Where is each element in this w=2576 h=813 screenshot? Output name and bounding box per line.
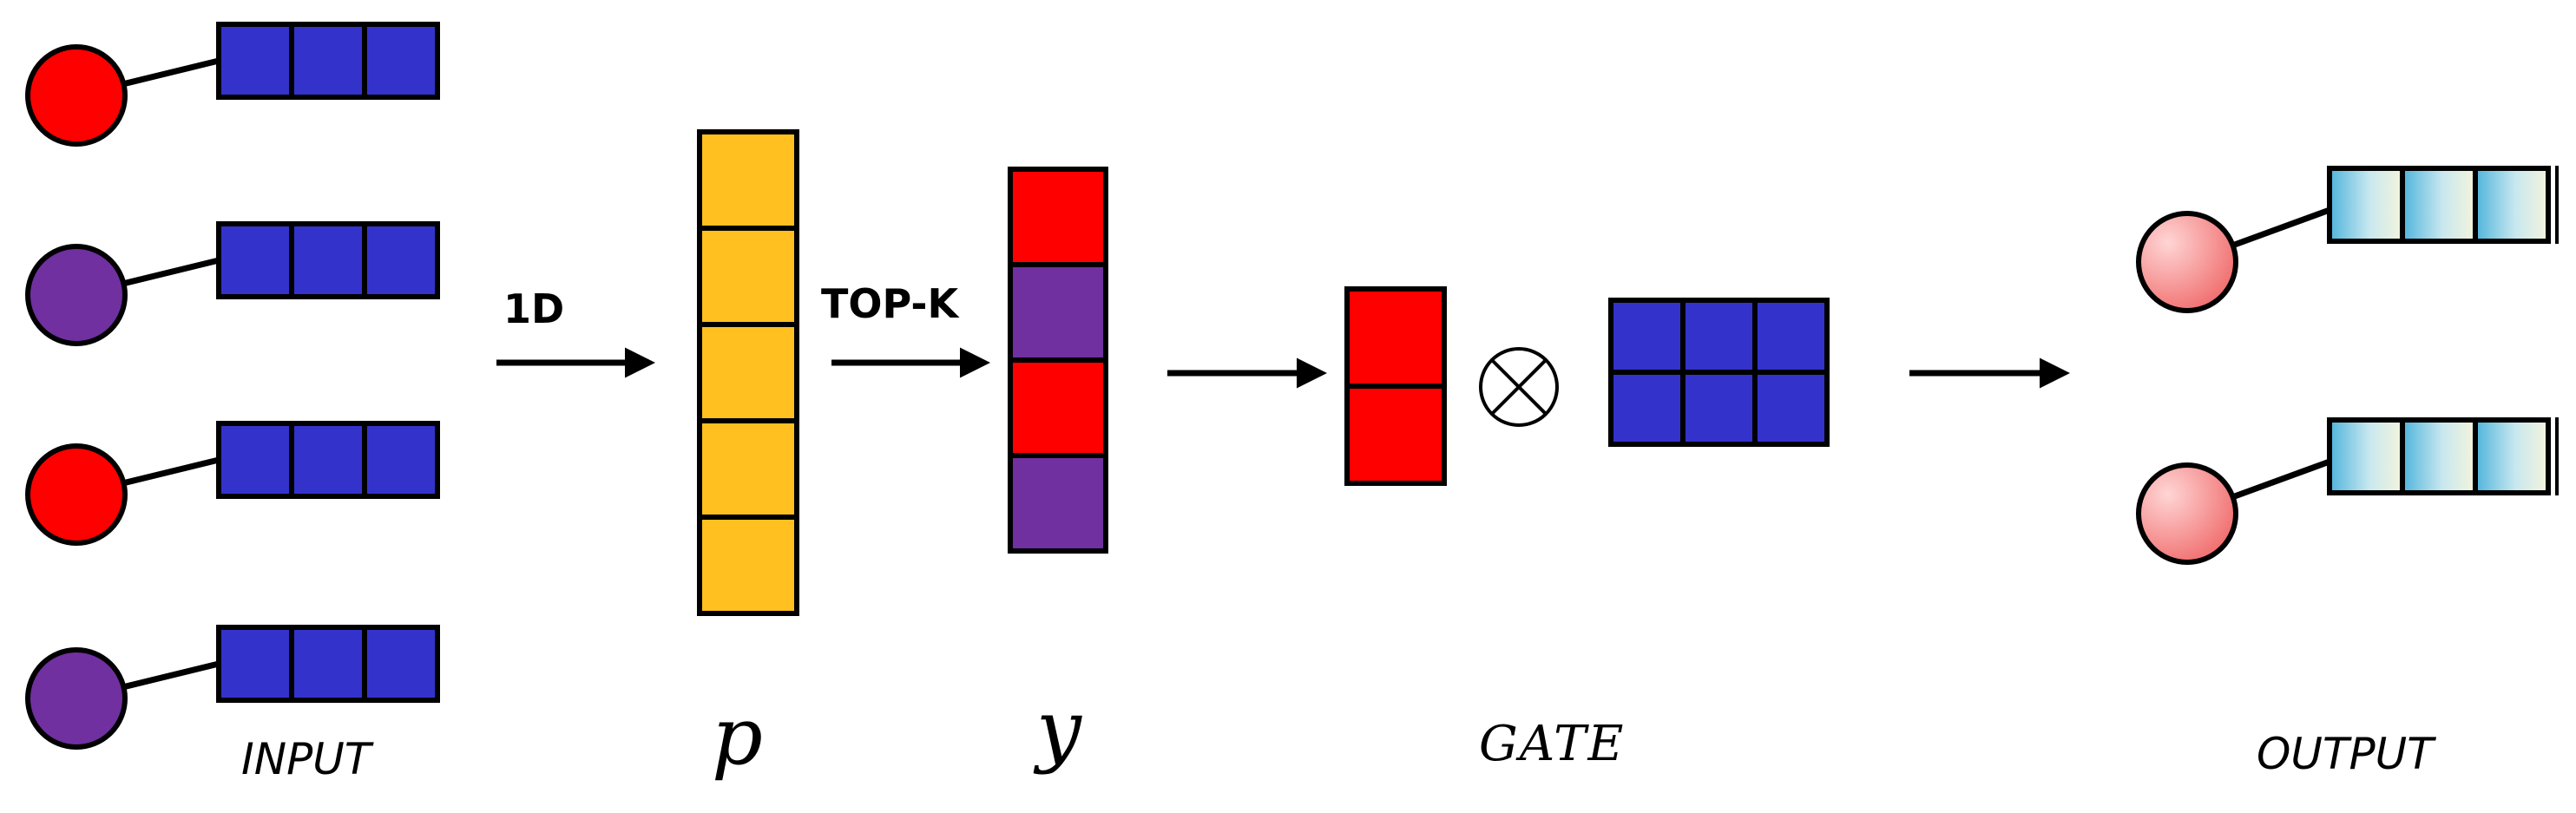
input-label: INPUT [241, 734, 374, 784]
gate-matrix-cell [1752, 370, 1830, 447]
output-embed-cell [2400, 417, 2478, 495]
input-node-1 [25, 22, 440, 147]
y-cell [1008, 167, 1108, 267]
input-embed-cell [216, 22, 294, 100]
input-embed-cell [216, 625, 294, 703]
gate-matrix-cell [1608, 298, 1686, 375]
circled-times-icon [1479, 347, 1559, 427]
output-node-circle [2136, 462, 2238, 565]
arrow-topk-label: TOP-K [821, 280, 960, 327]
p-label: p [712, 690, 763, 783]
gate-vector-cell [1344, 384, 1447, 486]
input-node-circle [25, 647, 128, 750]
p-cell [697, 226, 799, 327]
input-embed-cell [289, 22, 367, 100]
input-embed-cell [362, 421, 440, 499]
input-embed-cell [289, 421, 367, 499]
y-cell [1008, 453, 1108, 554]
input-group [25, 22, 440, 750]
gate-matrix-cell [1680, 298, 1758, 375]
output-embed-cell [2327, 417, 2405, 495]
output-node-circle [2136, 211, 2238, 313]
p-cell [697, 515, 799, 616]
input-node-circle [25, 443, 128, 546]
gate-matrix-cell [1680, 370, 1758, 447]
y-cell [1008, 262, 1108, 363]
gate-matrix-cell [1608, 370, 1686, 447]
input-embed-cell [362, 625, 440, 703]
p-cell [697, 322, 799, 423]
y-label: y [1033, 683, 1082, 776]
input-node-4 [25, 625, 440, 750]
output-group [2136, 166, 2559, 565]
output-node-2 [2136, 417, 2559, 565]
input-node-circle [25, 244, 128, 346]
input-embed-cell [362, 221, 440, 299]
arrow-1d-label: 1D [503, 285, 564, 332]
output-node-1 [2136, 166, 2559, 313]
input-node-circle [25, 44, 128, 147]
output-embed-cell [2327, 166, 2405, 244]
y-cell [1008, 357, 1108, 458]
gate-matrix [1608, 298, 1830, 447]
input-embed-cell [216, 421, 294, 499]
gate-vector-cell [1344, 286, 1447, 389]
p-cell [697, 418, 799, 520]
output-label: OUTPUT [2257, 729, 2436, 779]
p-vector [697, 129, 799, 616]
gate-vector [1344, 286, 1447, 486]
output-embed-cell [2400, 166, 2478, 244]
p-cell [697, 129, 799, 231]
y-vector [1008, 167, 1108, 554]
input-node-3 [25, 421, 440, 546]
input-embed-cell [289, 625, 367, 703]
output-embed-cell [2473, 417, 2551, 495]
input-node-2 [25, 221, 440, 346]
input-embed-cell [289, 221, 367, 299]
gate-matrix-cell [1752, 298, 1830, 375]
input-embed-cell [216, 221, 294, 299]
input-embed-cell [362, 22, 440, 100]
gate-label: GATE [1479, 716, 1625, 772]
output-embed-cell [2473, 166, 2551, 244]
